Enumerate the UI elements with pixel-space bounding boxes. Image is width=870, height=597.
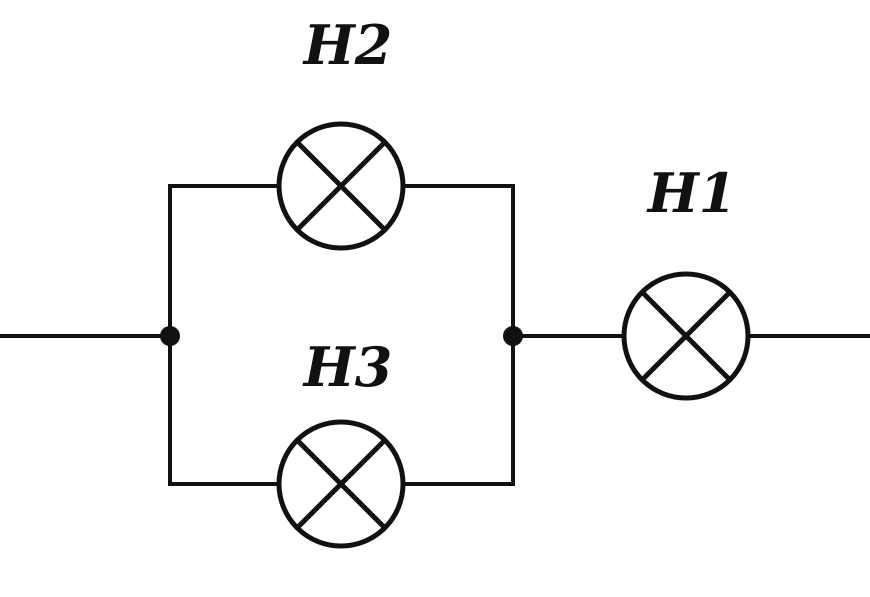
lamp-h2-cross-b bbox=[295, 140, 387, 232]
lamp-h2 bbox=[276, 121, 406, 251]
right-junction-node bbox=[503, 326, 523, 346]
lamp-h3 bbox=[276, 419, 406, 549]
lamp-h3-cross-b bbox=[295, 438, 387, 530]
lamp-h1 bbox=[621, 271, 751, 401]
lamp-h1-label: H1 bbox=[646, 161, 737, 225]
right-branch-rail bbox=[404, 184, 515, 486]
left-branch-rail bbox=[168, 184, 278, 486]
lamp-h2-label: H2 bbox=[302, 13, 393, 77]
left-junction-node bbox=[160, 326, 180, 346]
lamp-h1-cross-b bbox=[640, 290, 732, 382]
lamp-h3-label: H3 bbox=[302, 335, 393, 399]
